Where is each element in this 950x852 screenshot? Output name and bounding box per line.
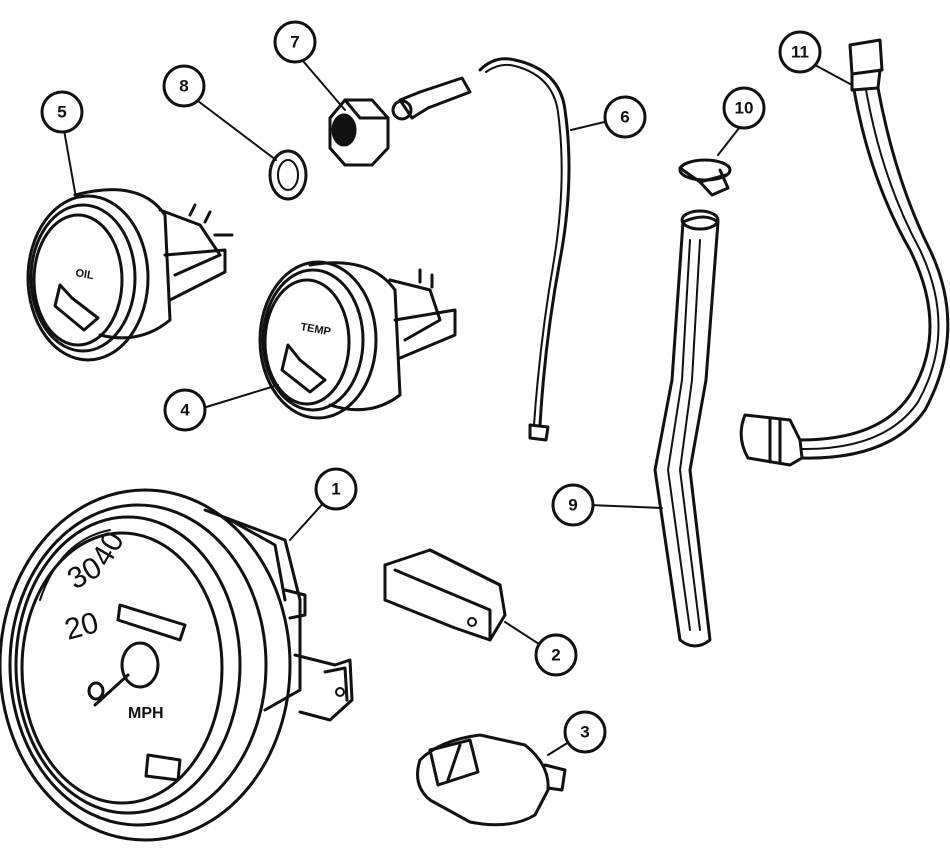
- callout-7: 7: [273, 20, 317, 64]
- indicator-lamp: [416, 733, 567, 827]
- callout-label: 11: [791, 43, 809, 62]
- speed-mark-20: 20: [61, 606, 102, 647]
- oil-pressure-line: [739, 38, 950, 467]
- callout-label: 2: [551, 646, 560, 665]
- washer: [268, 149, 308, 201]
- callout-6: 6: [603, 95, 647, 139]
- temp-gauge-label: TEMP: [299, 321, 331, 338]
- callout-11: 11: [778, 30, 822, 74]
- oil-pressure-gauge: OIL: [26, 188, 234, 362]
- callout-label: 10: [735, 99, 754, 118]
- callout-1: 1: [314, 467, 358, 511]
- temperature-gauge: TEMP: [258, 260, 457, 420]
- bulb-holder: [383, 548, 507, 642]
- callout-9: 9: [551, 483, 595, 527]
- callout-label: 4: [180, 401, 190, 420]
- callout-label: 3: [580, 723, 589, 742]
- callout-2: 2: [534, 633, 578, 677]
- hex-nut: [328, 98, 390, 167]
- callout-5: 5: [40, 90, 84, 134]
- speedometer: 20 30 40 MPH: [0, 488, 354, 842]
- vacuum-hose: [653, 209, 720, 648]
- callout-label: 7: [290, 33, 299, 52]
- callout-label: 8: [179, 77, 188, 96]
- hose-clamp: [678, 158, 732, 197]
- callout-label: 6: [620, 108, 629, 127]
- speed-unit: MPH: [128, 705, 164, 722]
- callout-label: 1: [331, 480, 340, 499]
- callout-8: 8: [162, 64, 206, 108]
- callout-10: 10: [722, 86, 766, 130]
- capillary-tube: [391, 57, 571, 442]
- callout-label: 5: [57, 103, 66, 122]
- callout-4: 4: [163, 388, 207, 432]
- callout-3: 3: [563, 710, 607, 754]
- oil-gauge-label: OIL: [74, 267, 94, 282]
- callout-label: 9: [568, 496, 577, 515]
